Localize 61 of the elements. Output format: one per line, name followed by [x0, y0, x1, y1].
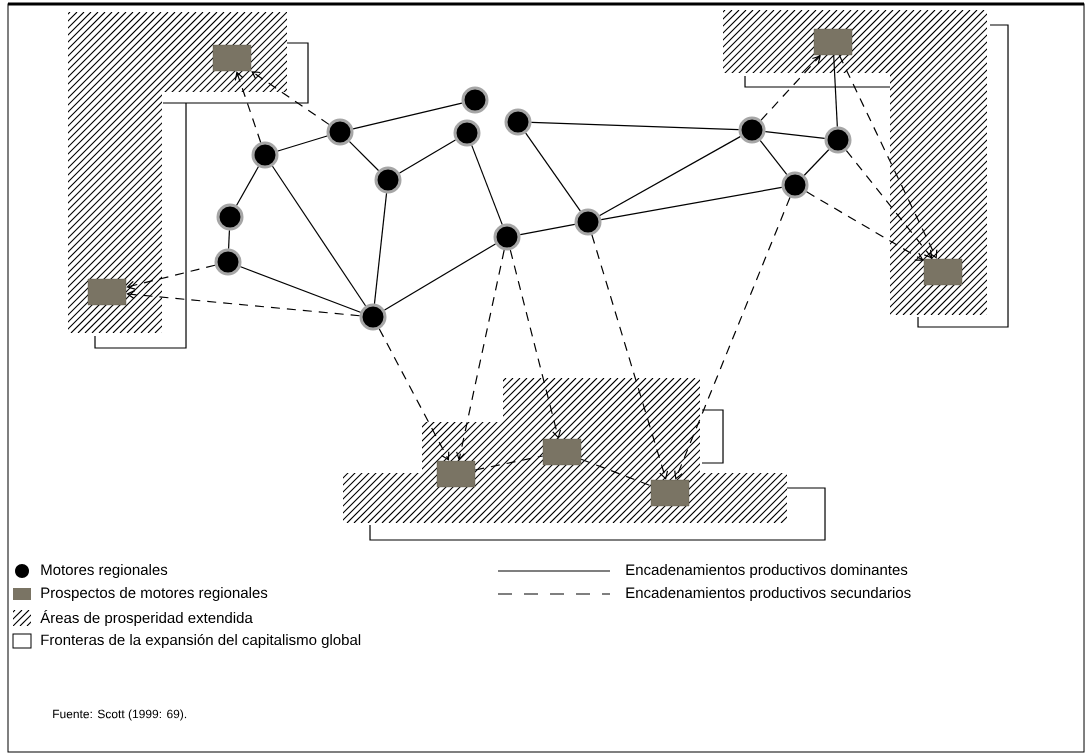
link-line	[525, 132, 581, 212]
source-note: Fuente: Scott (1999: 69).	[53, 709, 187, 721]
link-line	[271, 165, 367, 307]
legend-label: Fronteras de la expansión del capitalismo global	[41, 633, 361, 649]
dashed-arrow	[591, 234, 669, 480]
regional-engine-circle	[781, 171, 809, 199]
link-line	[600, 186, 783, 221]
prospect-square	[542, 438, 582, 466]
link-line	[277, 135, 328, 152]
link-line	[240, 266, 361, 313]
dashed-arrow	[456, 249, 505, 461]
prospect-square	[87, 278, 127, 306]
regional-engine-circle	[453, 119, 481, 147]
legend-label: Motores regionales	[41, 564, 168, 578]
dashed-arrow	[674, 196, 791, 480]
link-line	[373, 192, 388, 305]
regional-engine-circle	[824, 126, 852, 154]
regional-engine-circle	[504, 108, 532, 136]
legend-label: Encadenamientos productivos dominantes	[626, 564, 908, 578]
prospect-square	[813, 28, 853, 56]
regional-engine-circle	[214, 248, 242, 276]
prospect-square	[436, 460, 476, 488]
dashed-arrow	[126, 290, 361, 317]
link-line	[599, 136, 741, 216]
dashed-arrow	[251, 71, 330, 125]
dashed-arrow	[806, 191, 924, 261]
regional-engine-circle	[374, 166, 402, 194]
regional-engine-circle	[359, 303, 387, 331]
link-line	[384, 243, 497, 311]
prospect-square	[650, 479, 690, 507]
dashed-arrow	[234, 71, 262, 143]
regional-engine-circle	[738, 116, 766, 144]
regional-engine-circle	[493, 223, 521, 251]
legend-label: Prospectos de motores regionales	[41, 587, 268, 601]
prospect-square	[923, 258, 963, 286]
link-line	[519, 223, 576, 236]
dashed-arrow	[760, 55, 821, 121]
link-line	[228, 229, 230, 250]
regional-engine-circle	[326, 118, 354, 146]
regional-engine-circle	[251, 141, 279, 169]
dashed-arrow	[126, 264, 216, 290]
link-line	[833, 54, 838, 128]
link-line	[764, 130, 826, 140]
dashed-arrow	[845, 149, 933, 259]
dashed-arrow	[838, 54, 938, 259]
link-line	[803, 149, 830, 176]
regional-engine-circle	[461, 86, 489, 114]
link-line	[348, 140, 380, 172]
legend-label: Áreas de prosperidad extendida	[40, 609, 253, 627]
link-line	[399, 139, 456, 174]
regional-engine-circle	[216, 203, 244, 231]
link-line	[471, 145, 503, 225]
dashed-arrow	[509, 249, 562, 439]
link-line	[236, 166, 259, 206]
dashed-arrow	[378, 328, 450, 461]
link-line	[530, 121, 740, 131]
prospect-square	[212, 44, 252, 72]
regional-engine-circle	[574, 208, 602, 236]
link-line	[352, 102, 463, 130]
legend-label: Encadenamientos productivos secundarios	[626, 587, 911, 601]
link-line	[759, 140, 788, 175]
